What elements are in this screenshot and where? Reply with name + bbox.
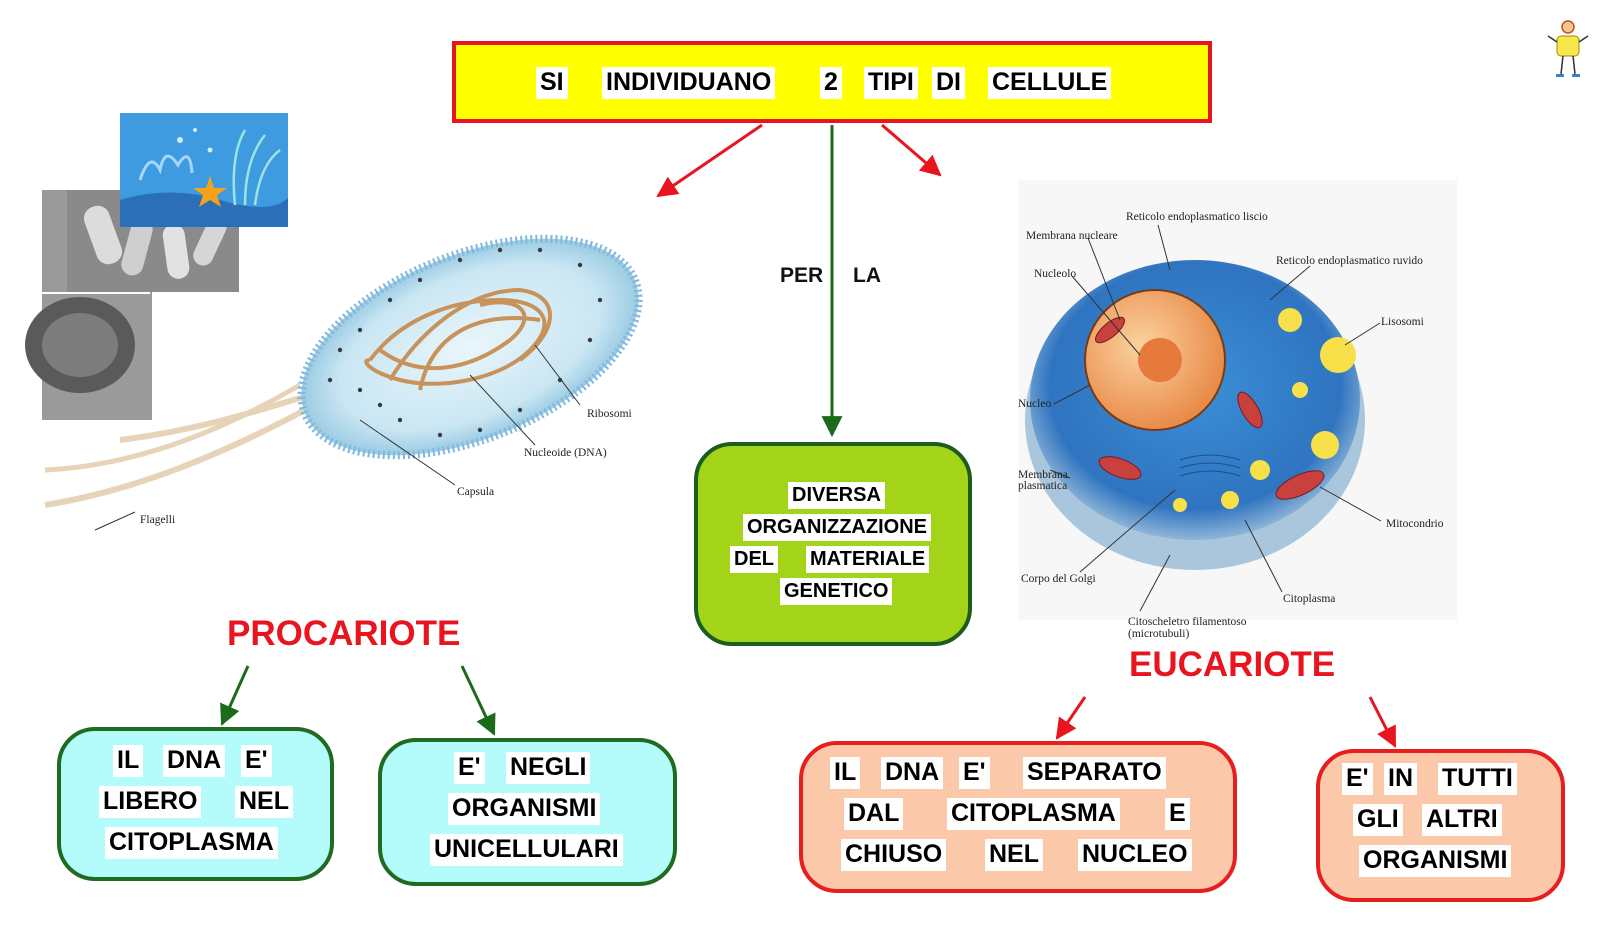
arrow-title-to-procariote [656,123,763,198]
eucariote-box2-word: IN [1384,763,1417,795]
procariote-box1-word: LIBERO [99,786,202,818]
eucariote-box2-word: ORGANISMI [1359,845,1512,877]
label-ribosomi: Ribosomi [587,408,632,420]
sea-clipart-image [120,113,288,227]
eucariote-box1-word: DAL [844,798,904,830]
procariote-box-2: E' NEGLI ORGANISMI UNICELLULARI [378,738,677,886]
procariote-box2-word: NEGLI [506,752,591,784]
label-flagelli: Flagelli [140,514,176,526]
eucariote-box-2: E' IN TUTTI GLI ALTRI ORGANISMI [1316,749,1565,902]
eucariote-box1-word: E [1165,798,1190,830]
label-nucleoide: Nucleoide (DNA) [524,447,607,459]
arrow-procariote-to-box2 [460,665,496,736]
label-membrana-plasmatica-1: Membrana [1018,469,1068,481]
arrow-eucariote-to-box1 [1055,696,1087,740]
label-reticolo-liscio: Reticolo endoplasmatico liscio [1126,211,1268,223]
golgi-apparatus [1179,454,1241,477]
arrow-procariote-to-box1 [220,665,250,726]
label-mitocondrio: Mitocondrio [1386,518,1444,530]
label-citoscheletro-1: Citoscheletro filamentoso [1128,616,1247,628]
title-word: CELLULE [988,67,1112,99]
eucariote-box2-word: E' [1342,763,1373,795]
eucariote-box1-word: SEPARATO [1023,757,1166,789]
mascot-icon [1547,20,1589,77]
title-word: 2 [820,67,842,99]
eucariote-box2-word: ALTRI [1422,804,1502,836]
procariote-box1-word: E' [241,745,272,777]
procariote-box1-word: CITOPLASMA [105,827,278,859]
procariote-box2-word: UNICELLULARI [430,834,623,866]
arrow-title-to-eucariote [881,123,942,177]
center-box-word: ORGANIZZAZIONE [743,514,931,541]
center-box-word: MATERIALE [806,546,930,573]
procariote-title: PROCARIOTE [227,614,461,653]
eucariote-box1-word: CHIUSO [841,839,947,871]
eucariote-box1-word: NEL [985,839,1043,871]
label-membrana-plasmatica-2: plasmatica [1018,480,1068,492]
label-nucleolo: Nucleolo [1034,268,1077,280]
procariote-box1-word: IL [113,745,144,777]
eukaryotic-cell-illustration [1019,180,1457,620]
eucariote-title: EUCARIOTE [1129,645,1336,684]
label-capsula: Capsula [457,486,495,498]
title-word: DI [932,67,965,99]
title-word: SI [536,67,568,99]
title-word: INDIVIDUANO [602,67,776,99]
procariote-box2-word: ORGANISMI [448,793,601,825]
eucariote-box1-word: NUCLEO [1078,839,1192,871]
procariote-box1-word: DNA [163,745,226,777]
label-membrana-nucleare: Membrana nucleare [1026,230,1118,242]
label-corpo-golgi: Corpo del Golgi [1021,573,1096,585]
eucariote-box1-word: IL [830,757,861,789]
eucariote-box2-word: GLI [1353,804,1403,836]
eucariote-box2-word: TUTTI [1438,763,1517,795]
center-box-word: DIVERSA [788,482,885,509]
eucariote-box1-word: DNA [881,757,944,789]
title-box: SI INDIVIDUANO 2 TIPI DI CELLULE [452,41,1212,123]
title-word: TIPI [864,67,918,99]
eucariote-box-1: IL DNA E' SEPARATO DAL CITOPLASMA E CHIU… [799,741,1237,893]
label-citoscheletro-2: (microtubuli) [1128,628,1190,640]
label-citoplasma: Citoplasma [1283,593,1336,605]
center-box-word: DEL [730,546,778,573]
procariote-box-1: IL DNA E' LIBERO NEL CITOPLASMA [57,727,334,881]
connector-word: PER [780,264,824,287]
center-box: DIVERSA ORGANIZZAZIONE DEL MATERIALE GEN… [694,442,972,646]
eucariote-box1-word: E' [959,757,990,789]
label-nucleo: Nucleo [1018,398,1052,410]
eucariote-box1-word: CITOPLASMA [947,798,1120,830]
arrow-eucariote-to-box2 [1368,696,1397,748]
procariote-box2-word: E' [454,752,485,784]
center-box-word: GENETICO [780,578,893,605]
arrows [220,123,1397,748]
connector-word: LA [853,264,881,287]
label-reticolo-ruvido: Reticolo endoplasmatico ruvido [1276,255,1423,267]
procariote-box1-word: NEL [235,786,293,818]
bacterium-illustration [44,234,643,531]
label-lisosomi: Lisosomi [1381,316,1424,328]
